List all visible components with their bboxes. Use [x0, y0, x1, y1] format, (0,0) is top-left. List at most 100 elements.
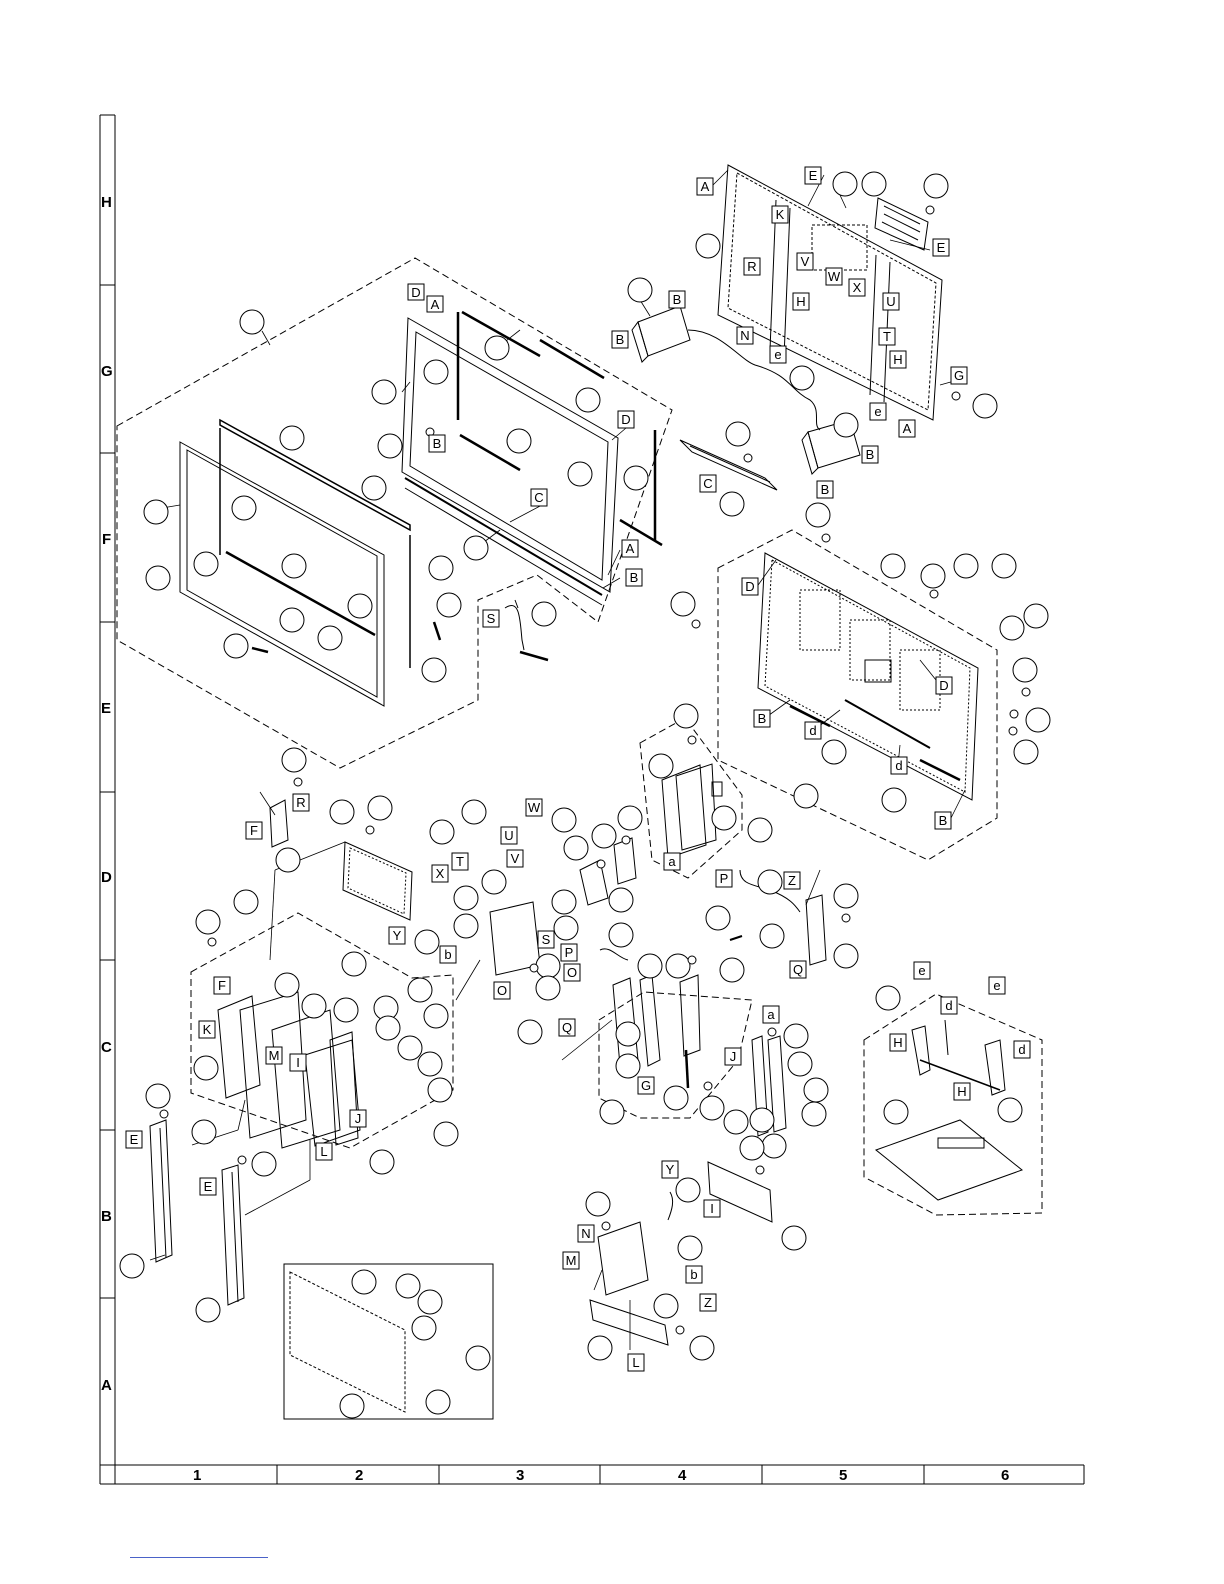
svg-text:D: D [745, 579, 754, 594]
label-d-f: D [618, 411, 634, 428]
svg-text:W: W [828, 269, 841, 284]
label-j-c: J [350, 1110, 366, 1127]
label-d-c2: d [1014, 1041, 1030, 1058]
label-b-d2: b [440, 946, 456, 963]
footer-rule [130, 1557, 268, 1558]
col-label-5: 5 [839, 1467, 847, 1484]
terminal-bracket [662, 764, 722, 858]
label-a-f: A [622, 540, 638, 557]
svg-text:A: A [626, 541, 635, 556]
label-b-e: B [754, 710, 770, 727]
svg-text:a: a [668, 854, 676, 869]
svg-text:L: L [320, 1144, 327, 1159]
label-o-c1: O [564, 964, 580, 981]
label-b-d: B [935, 812, 951, 829]
label-x-h: X [849, 279, 865, 296]
label-c-f1: C [700, 475, 716, 492]
svg-text:e: e [993, 978, 1000, 993]
label-b-b: b [686, 1266, 702, 1283]
label-s-d: S [538, 931, 554, 948]
label-b-f4: B [626, 569, 642, 586]
label-b-f3: B [429, 435, 445, 452]
svg-text:B: B [630, 570, 639, 585]
label-r-d: R [293, 794, 309, 811]
label-d-e2: d [805, 722, 821, 739]
svg-text:Q: Q [562, 1020, 572, 1035]
svg-text:L: L [632, 1355, 639, 1370]
label-e-b2: E [200, 1178, 216, 1195]
label-o-c2: O [494, 982, 510, 999]
label-e-g1: e [770, 346, 786, 363]
svg-text:Z: Z [788, 873, 796, 888]
svg-text:D: D [621, 412, 630, 427]
svg-text:V: V [511, 851, 520, 866]
svg-text:M: M [566, 1253, 577, 1268]
label-e-c1: e [914, 962, 930, 979]
svg-text:H: H [893, 352, 902, 367]
label-p-d2: P [561, 944, 577, 961]
svg-text:K: K [776, 207, 785, 222]
svg-text:M: M [269, 1048, 280, 1063]
svg-text:N: N [581, 1226, 590, 1241]
svg-text:G: G [954, 368, 964, 383]
label-b-f1: B [862, 446, 878, 463]
label-c-f2: C [531, 489, 547, 506]
label-l-a: L [628, 1354, 644, 1371]
row-label-d: D [101, 869, 112, 886]
svg-text:A: A [903, 421, 912, 436]
svg-text:d: d [945, 998, 952, 1013]
svg-text:Q: Q [793, 962, 803, 977]
label-u-d: U [501, 827, 517, 844]
svg-text:K: K [203, 1022, 212, 1037]
label-a-h: A [697, 178, 713, 195]
svg-text:b: b [444, 947, 451, 962]
row-label-e: E [101, 700, 111, 717]
row-label-a: A [101, 1377, 112, 1394]
label-e-h1: E [805, 167, 821, 184]
label-a-g2: A [427, 296, 443, 312]
svg-text:E: E [130, 1132, 139, 1147]
svg-text:S: S [542, 932, 551, 947]
label-k-h: K [772, 206, 788, 223]
label-n-g: N [737, 327, 753, 344]
svg-text:F: F [218, 978, 226, 993]
label-r-h: R [744, 258, 760, 275]
svg-text:G: G [641, 1078, 651, 1093]
label-k-c: K [199, 1021, 215, 1038]
svg-text:U: U [886, 294, 895, 309]
label-w-h: W [826, 268, 842, 285]
svg-text:D: D [939, 678, 948, 693]
label-m-b: M [563, 1252, 579, 1269]
svg-text:Z: Z [704, 1295, 712, 1310]
front-panel-frame [180, 420, 548, 706]
svg-text:C: C [703, 476, 712, 491]
label-x-d: X [432, 865, 448, 882]
svg-text:e: e [774, 347, 781, 362]
svg-text:P: P [720, 871, 729, 886]
label-g-c: G [638, 1077, 654, 1094]
svg-text:T: T [456, 854, 464, 869]
label-a-g: A [899, 420, 915, 437]
label-z-b: Z [700, 1294, 716, 1311]
inset-detail-box [284, 1264, 493, 1419]
label-w-d: W [526, 799, 542, 816]
label-d-f2: D [742, 578, 758, 595]
svg-text:V: V [801, 254, 810, 269]
svg-text:F: F [250, 823, 258, 838]
label-g-g: G [951, 367, 967, 384]
svg-text:d: d [1018, 1042, 1025, 1057]
svg-text:T: T [883, 329, 891, 344]
side-brackets-left [150, 1120, 244, 1305]
svg-text:B: B [866, 447, 875, 462]
svg-text:H: H [893, 1035, 902, 1050]
label-d-g: D [408, 284, 424, 300]
label-h-c1: H [890, 1034, 906, 1051]
svg-text:Y: Y [666, 1162, 675, 1177]
row-label-b: B [101, 1208, 112, 1225]
svg-text:I: I [296, 1055, 300, 1070]
label-e-b1: E [126, 1131, 142, 1148]
label-i-c: I [290, 1054, 306, 1071]
svg-text:a: a [767, 1007, 775, 1022]
svg-text:B: B [616, 332, 625, 347]
